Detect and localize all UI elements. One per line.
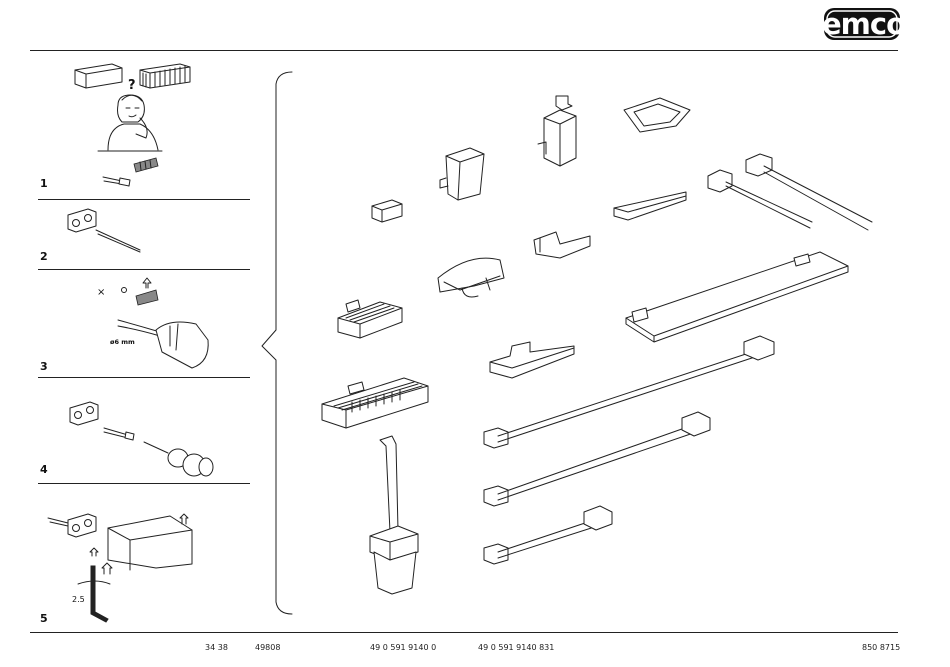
robe-hook-icon — [372, 200, 402, 222]
footer-code: 34 38 — [205, 643, 228, 652]
towel-bar-medium-icon — [484, 412, 710, 506]
towel-bar-short-icon — [484, 506, 612, 564]
towel-ring-icon — [490, 342, 574, 378]
toilet-brush-icon — [370, 436, 418, 594]
toilet-roll-holder-icon — [438, 258, 504, 297]
tumbler-holder-icon — [440, 148, 484, 200]
soap-basket-icon — [338, 300, 402, 338]
towel-hook-icon — [614, 192, 686, 220]
glass-shelf-icon — [626, 252, 848, 342]
soap-dish-icon — [624, 98, 690, 132]
footer-code: 49 0 591 9140 831 — [478, 643, 554, 652]
footer-code: 49 0 591 9140 0 — [370, 643, 436, 652]
paper-holder-icon — [534, 232, 590, 258]
double-towel-rail-icon — [708, 154, 872, 230]
soap-dispenser-icon — [538, 96, 576, 166]
shower-basket-icon — [322, 378, 428, 428]
footer-code: 49808 — [255, 643, 280, 652]
document-number: 850 8715 — [862, 643, 900, 652]
